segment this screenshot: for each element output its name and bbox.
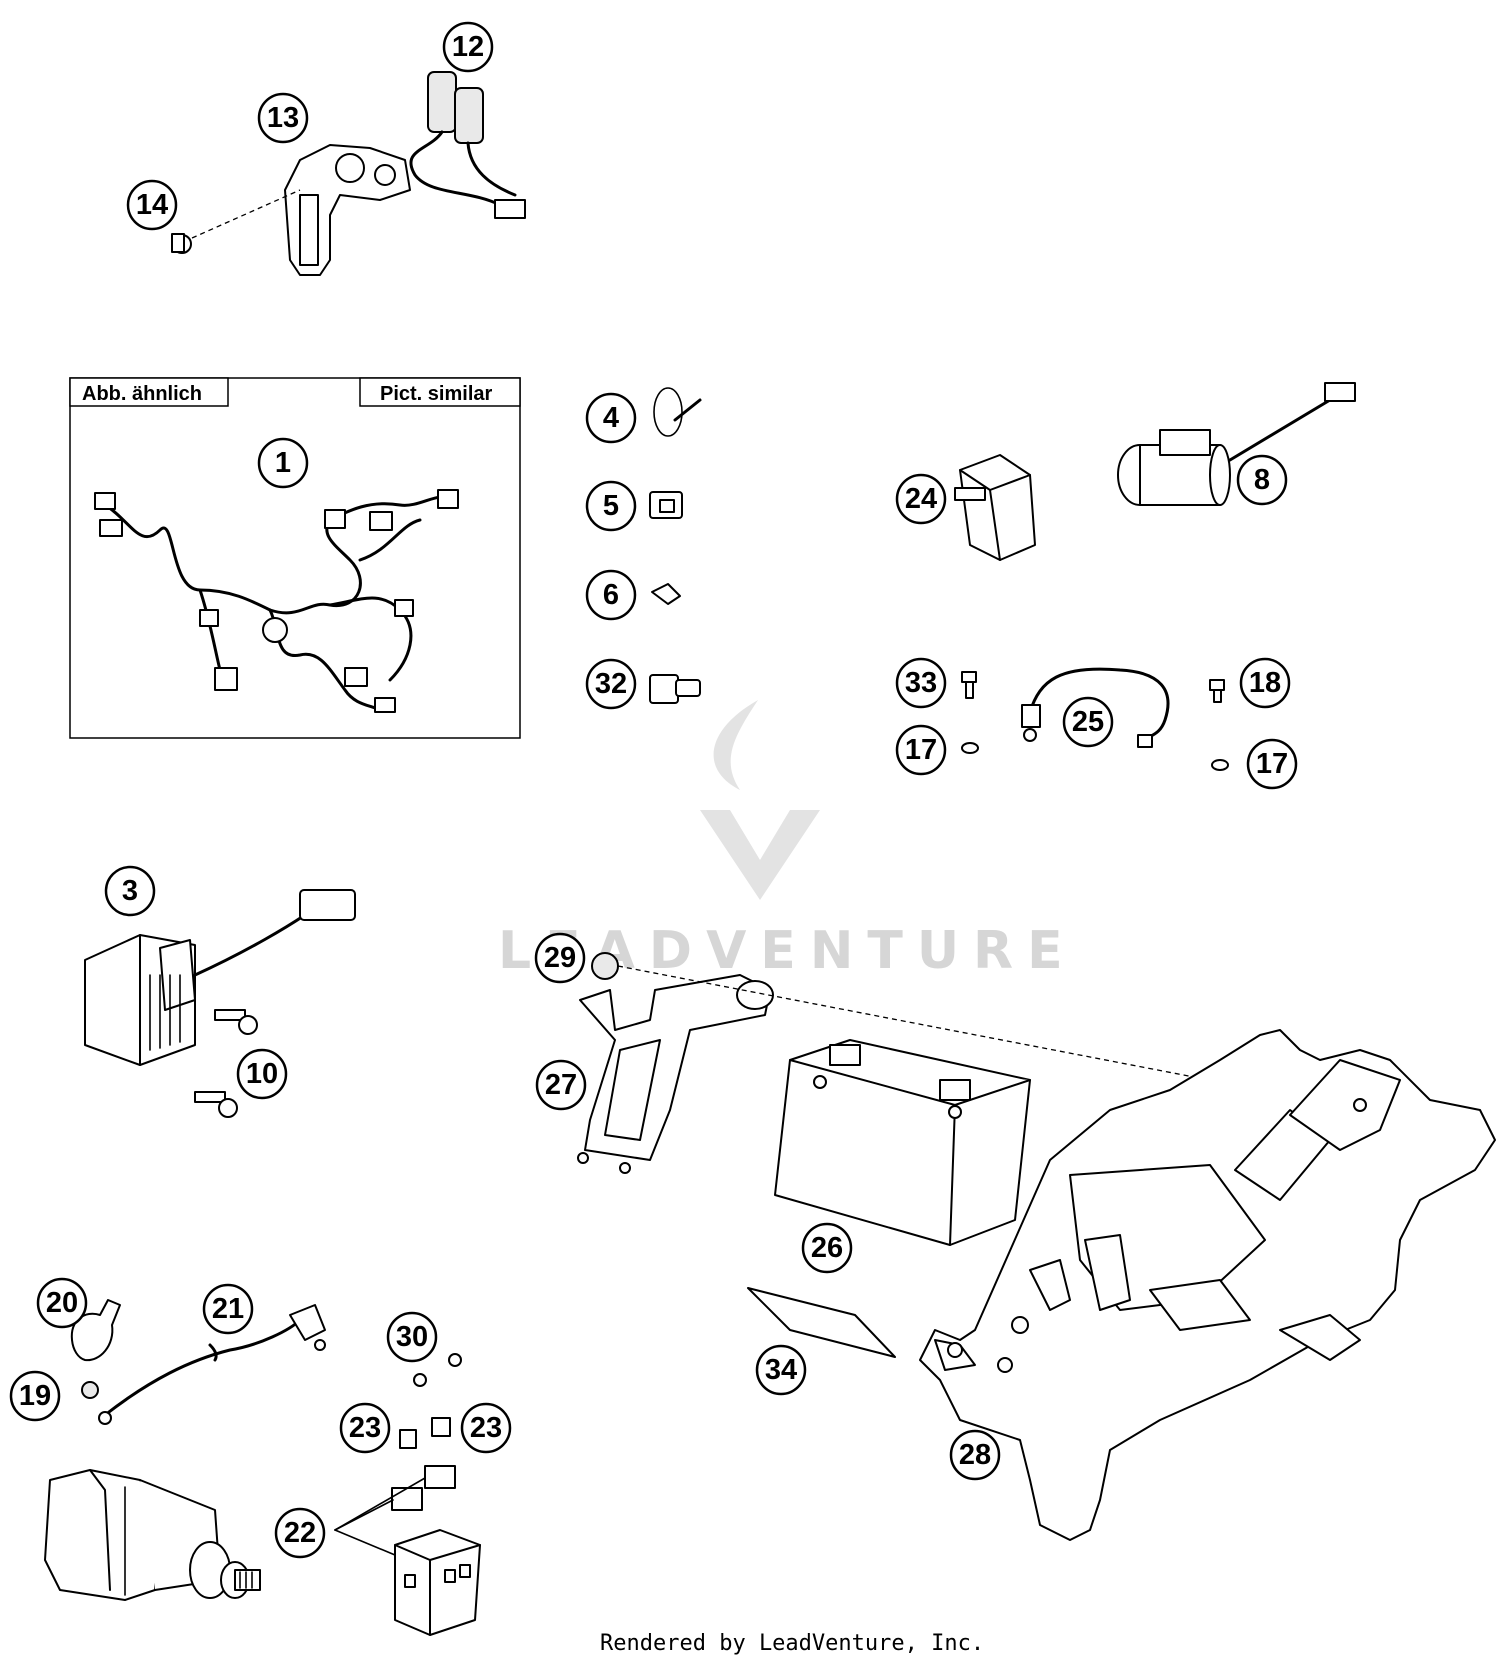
starter-motor xyxy=(44,1469,261,1601)
svg-text:23: 23 xyxy=(470,1412,502,1444)
svg-text:21: 21 xyxy=(212,1293,244,1325)
svg-text:34: 34 xyxy=(765,1354,797,1386)
callout-22[interactable]: 22 xyxy=(274,1507,326,1559)
svg-text:24: 24 xyxy=(905,483,937,515)
frame-right-label: Pict. similar xyxy=(380,383,492,405)
part-13-ignition-lock-bracket xyxy=(284,144,411,276)
callout-30[interactable]: 30 xyxy=(386,1311,438,1363)
callout-3[interactable]: 3 xyxy=(104,865,156,917)
part-23-fuse-right xyxy=(431,1417,451,1437)
part-25-cable xyxy=(1021,667,1170,748)
svg-text:28: 28 xyxy=(959,1439,991,1471)
part-30-screws xyxy=(413,1353,462,1387)
part-10-bolt-upper xyxy=(214,1009,258,1035)
part-18-bolt xyxy=(1209,679,1225,703)
callout-14[interactable]: 14 xyxy=(126,179,178,231)
part-6-clip xyxy=(651,583,681,605)
part-27-battery-holder xyxy=(577,974,774,1174)
svg-text:5: 5 xyxy=(603,490,619,522)
svg-text:23: 23 xyxy=(349,1412,381,1444)
part-32-connector xyxy=(649,674,701,704)
callout-29[interactable]: 29 xyxy=(534,932,586,984)
callout-27[interactable]: 27 xyxy=(535,1059,587,1111)
svg-text:14: 14 xyxy=(136,189,168,221)
part-28-battery-tray xyxy=(919,1029,1496,1541)
svg-text:19: 19 xyxy=(19,1380,51,1412)
svg-text:13: 13 xyxy=(267,102,299,134)
callout-12[interactable]: 12 xyxy=(442,21,494,73)
svg-text:4: 4 xyxy=(603,402,619,434)
part-12-switch xyxy=(409,71,526,219)
svg-text:30: 30 xyxy=(396,1321,428,1353)
part-1-wiring-harness xyxy=(94,489,459,713)
svg-text:20: 20 xyxy=(46,1287,78,1319)
watermark-text: LEADVENTURE xyxy=(498,921,1077,981)
leader-14 xyxy=(191,189,301,239)
part-3-regulator xyxy=(84,889,356,1066)
svg-text:10: 10 xyxy=(246,1058,278,1090)
part-17-washer-left xyxy=(961,742,979,754)
callout-25[interactable]: 25 xyxy=(1062,696,1114,748)
callout-5[interactable]: 5 xyxy=(585,480,637,532)
footer-credit: Rendered by LeadVenture, Inc. xyxy=(600,1631,984,1656)
callout-18[interactable]: 18 xyxy=(1239,657,1291,709)
leadventure-watermark: LEADVENTURE xyxy=(498,700,1077,981)
svg-text:22: 22 xyxy=(284,1517,316,1549)
part-26-battery xyxy=(774,1039,1031,1246)
part-22-starter-relay xyxy=(334,1465,481,1636)
svg-text:18: 18 xyxy=(1249,667,1281,699)
svg-text:3: 3 xyxy=(122,875,138,907)
part-5-clip xyxy=(649,491,683,519)
svg-text:27: 27 xyxy=(545,1069,577,1101)
callout-20[interactable]: 20 xyxy=(36,1277,88,1329)
callout-21[interactable]: 21 xyxy=(202,1283,254,1335)
callout-17-right[interactable]: 17 xyxy=(1246,738,1298,790)
svg-text:33: 33 xyxy=(905,667,937,699)
callout-24[interactable]: 24 xyxy=(895,473,947,525)
svg-text:1: 1 xyxy=(275,447,291,479)
part-4-cable-tie xyxy=(653,387,702,437)
svg-text:32: 32 xyxy=(595,668,627,700)
svg-text:17: 17 xyxy=(905,734,937,766)
svg-text:17: 17 xyxy=(1256,748,1288,780)
callout-26[interactable]: 26 xyxy=(801,1222,853,1274)
part-19-nut xyxy=(81,1381,99,1399)
svg-text:12: 12 xyxy=(452,31,484,63)
callout-17-left[interactable]: 17 xyxy=(895,724,947,776)
part-10-bolt-lower xyxy=(194,1091,238,1118)
part-34-pad xyxy=(747,1287,896,1358)
svg-text:6: 6 xyxy=(603,579,619,611)
callout-4[interactable]: 4 xyxy=(585,392,637,444)
callout-8[interactable]: 8 xyxy=(1236,454,1288,506)
part-17-washer-right xyxy=(1211,759,1229,771)
harness-frame: Abb. ähnlich Pict. similar xyxy=(69,377,521,739)
callout-23-right[interactable]: 23 xyxy=(460,1402,512,1454)
frame-left-label: Abb. ähnlich xyxy=(82,383,202,405)
part-24-relay xyxy=(954,454,1036,561)
svg-text:8: 8 xyxy=(1254,464,1270,496)
callout-19[interactable]: 19 xyxy=(9,1370,61,1422)
callout-33[interactable]: 33 xyxy=(895,657,947,709)
callout-28[interactable]: 28 xyxy=(949,1429,1001,1481)
callout-23-left[interactable]: 23 xyxy=(339,1402,391,1454)
part-14-screw xyxy=(171,233,192,254)
svg-text:26: 26 xyxy=(811,1232,843,1264)
callout-34[interactable]: 34 xyxy=(755,1344,807,1396)
part-23-fuse-left xyxy=(399,1429,417,1449)
callout-6[interactable]: 6 xyxy=(585,569,637,621)
part-21-cable xyxy=(98,1304,326,1425)
callout-1[interactable]: 1 xyxy=(257,437,309,489)
svg-text:29: 29 xyxy=(544,942,576,974)
svg-text:25: 25 xyxy=(1072,706,1104,738)
callout-32[interactable]: 32 xyxy=(585,658,637,710)
part-29-nut xyxy=(591,952,619,980)
callout-10[interactable]: 10 xyxy=(236,1048,288,1100)
callout-13[interactable]: 13 xyxy=(257,92,309,144)
part-33-bolt xyxy=(961,671,977,699)
part-8-component xyxy=(1117,382,1356,506)
